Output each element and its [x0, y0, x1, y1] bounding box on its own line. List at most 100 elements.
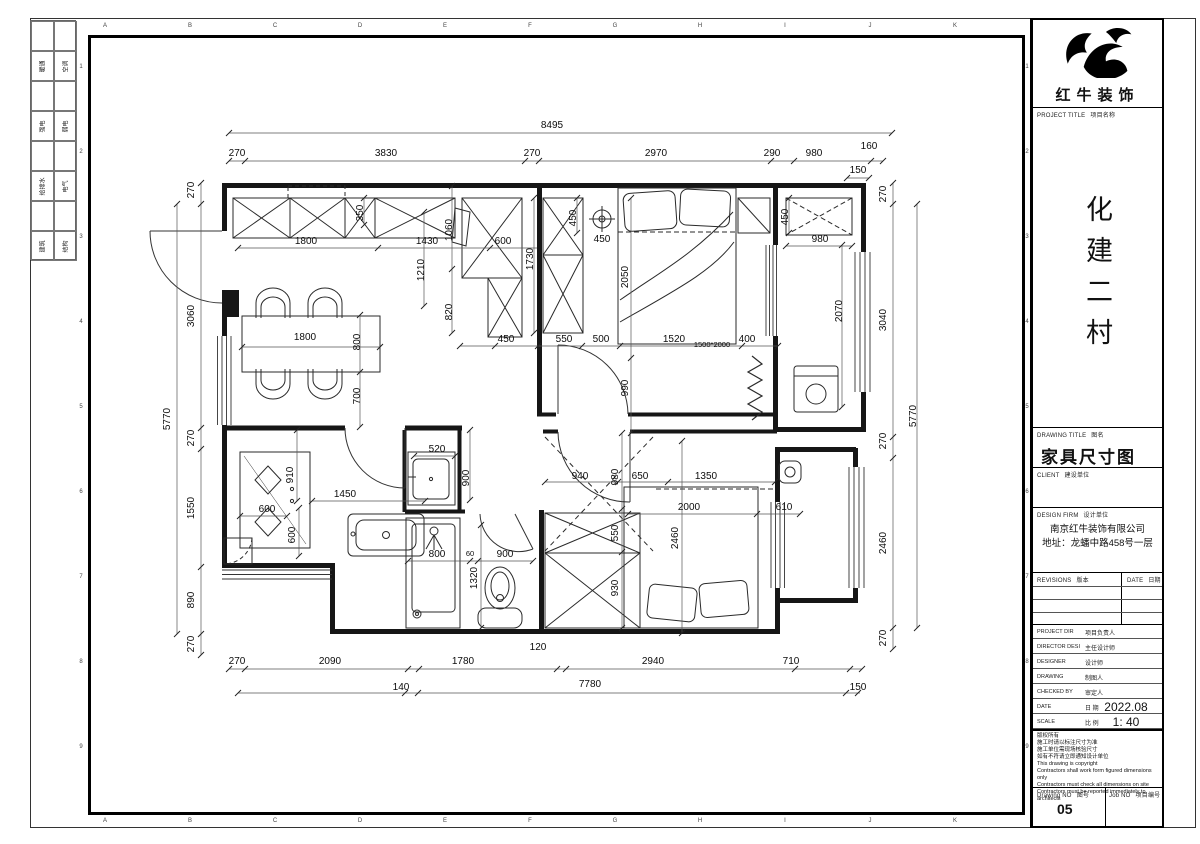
dimension-value: 270: [229, 148, 246, 159]
dimension-value: 1430: [416, 236, 439, 247]
signoff-label: 结构: [63, 239, 70, 253]
dimension-value: 2000: [678, 502, 701, 513]
grid-letter: K: [952, 23, 958, 29]
dimension-value: 600: [495, 236, 512, 247]
dimension-value: 1800: [295, 236, 318, 247]
dimension-value: 610: [776, 502, 793, 513]
signoff-cell: [54, 81, 77, 111]
signoff-cell: 结构: [54, 231, 77, 261]
grid-letter: B: [187, 818, 193, 824]
cabinet-row-living: [232, 185, 456, 239]
dimension-value: 1210: [416, 258, 427, 281]
note-line: 施工时请以标注尺寸为准: [1037, 740, 1098, 746]
grid-letter: G: [612, 23, 618, 29]
grid-number: 8: [79, 659, 83, 665]
balcony-wardrobe: [785, 197, 853, 236]
grid-letter: G: [612, 818, 618, 824]
dimension-value: 1500*2000: [694, 340, 730, 349]
design-firm-info: 南京红牛装饰有限公司 地址：龙蟠中路458号一层: [1033, 523, 1162, 551]
dimension-value: 600: [287, 526, 298, 543]
drawing-frame: [88, 35, 1025, 815]
dimension-value: 980: [806, 148, 823, 159]
signoff-label: 弱电: [63, 119, 70, 133]
dimension-value: 120: [530, 642, 547, 653]
drawing-no: 05: [1057, 801, 1073, 817]
grid-letter: F: [528, 818, 532, 824]
grid-letter: H: [697, 818, 703, 824]
dimension-value: 1780: [452, 656, 475, 667]
signoff-cell: [54, 21, 77, 51]
dimension-value: 900: [497, 549, 514, 560]
bedroom2-wardrobe: [544, 436, 654, 629]
dimension-value: 600: [259, 504, 276, 515]
dimension-value: 290: [764, 148, 781, 159]
dimension-value: 270: [524, 148, 541, 159]
signoff-cell: 建筑: [31, 231, 54, 261]
signoff-label: 建筑: [40, 239, 47, 253]
dimension-value: 270: [878, 432, 889, 449]
signoff-label: 给排水: [40, 176, 47, 196]
dimension-value: 1060: [444, 218, 455, 241]
dimension-value: 980: [610, 468, 621, 485]
dimension-value: 520: [429, 444, 446, 455]
grid-letter: I: [784, 818, 786, 824]
grid-letter: K: [952, 818, 958, 824]
dimension-value: 1450: [334, 489, 357, 500]
grid-letter: J: [868, 23, 872, 29]
dimension-value: 500: [593, 334, 610, 345]
dimension-value: 1550: [186, 496, 197, 519]
kitchen-corner-unit: [223, 537, 253, 565]
wash-basin: [407, 451, 456, 506]
dimension-value: 5770: [908, 404, 919, 427]
signoff-label: 空调: [63, 59, 70, 73]
grid-number: 6: [79, 489, 83, 495]
company-name: 红牛装饰: [1055, 88, 1140, 104]
grid-number: 1: [1025, 64, 1029, 70]
signoff-cell: [31, 81, 54, 111]
dimension-value: 550: [610, 524, 621, 541]
dimension-value: 150: [850, 165, 867, 176]
dimension-value: 270: [186, 429, 197, 446]
balcony2-fixture: [778, 460, 802, 484]
dimension-value: 940: [572, 471, 589, 482]
dimension-value: 2090: [319, 656, 342, 667]
grid-number: 2: [79, 149, 83, 155]
dimension-value: 1350: [695, 471, 718, 482]
dimension-value: 400: [739, 334, 756, 345]
grid-letter: D: [357, 23, 363, 29]
radiator-zigzag: [746, 355, 764, 421]
dimension-value: 150: [850, 682, 867, 693]
signoff-cell: 电气: [54, 171, 77, 201]
dimension-value: 270: [878, 185, 889, 202]
dimension-value: 140: [393, 682, 410, 693]
grid-letter: A: [102, 23, 108, 29]
dimension-value: 550: [556, 334, 573, 345]
note-line: Contractors shall work form figured dime…: [1037, 768, 1152, 781]
drawing-title: 家具尺寸图: [1041, 448, 1136, 467]
design-firm-name: 南京红牛装饰有限公司: [1049, 524, 1145, 535]
grid-letter: E: [442, 23, 448, 29]
note-line: This drawing is copyright: [1037, 761, 1098, 767]
dimension-value: 800: [352, 333, 363, 350]
dining-table: [241, 287, 381, 400]
grid-letter: B: [187, 23, 193, 29]
signoff-cell: 给排水: [31, 171, 54, 201]
grid-letter: C: [272, 23, 278, 29]
grid-number: 5: [1025, 404, 1029, 410]
dimension-lines: [173, 129, 921, 697]
grid-number: 3: [1025, 234, 1029, 240]
grid-number: 9: [79, 744, 83, 750]
dimension-value: 450: [780, 208, 791, 225]
